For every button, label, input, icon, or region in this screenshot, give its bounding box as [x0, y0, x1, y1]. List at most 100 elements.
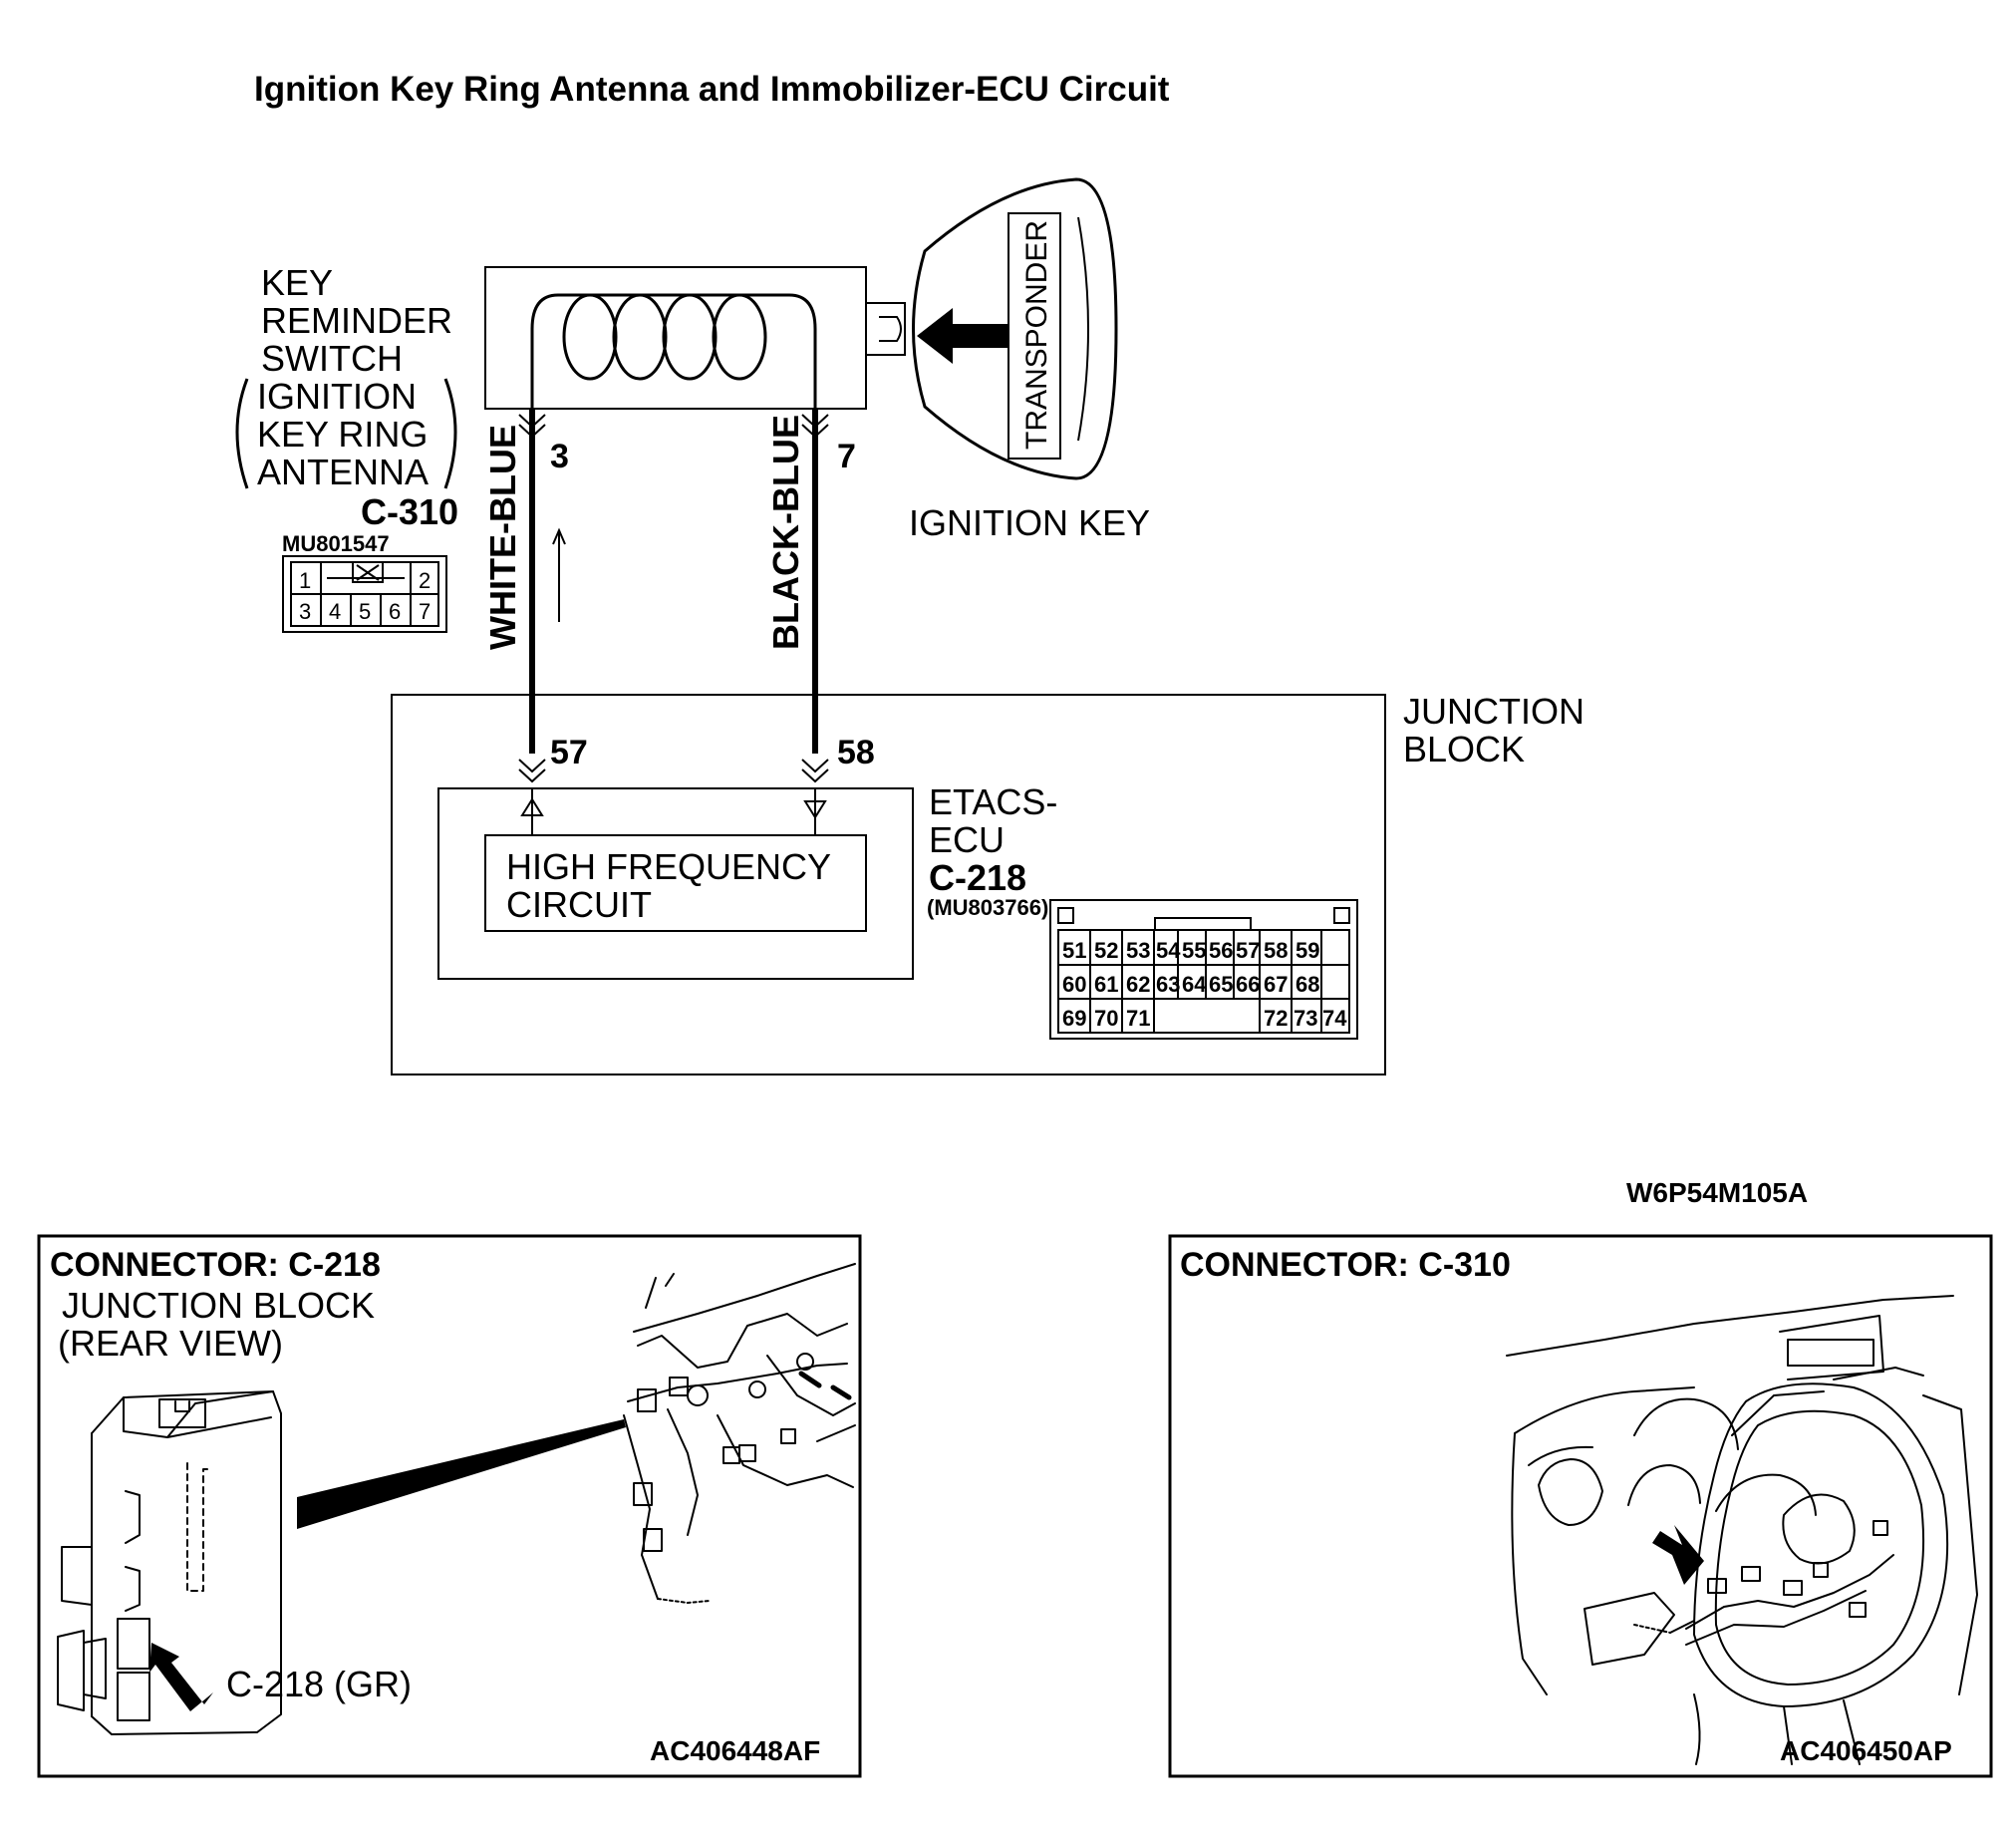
ring-antenna [484, 266, 906, 411]
key-reminder-switch-label: KEY REMINDER SWITCH IGNITION KEY RING AN… [235, 262, 458, 532]
circuit-label-line1: HIGH FREQUENCY [506, 846, 831, 887]
c310-pin-1: 1 [299, 568, 311, 593]
c218-part-number: (MU803766) [927, 895, 1048, 920]
c218-pin: 66 [1236, 972, 1260, 997]
pin-58-label: 58 [837, 734, 875, 771]
c218-pin: 71 [1126, 1006, 1150, 1031]
c218-pin: 74 [1322, 1006, 1347, 1031]
panel-right-code: AC406450AP [1780, 1735, 1952, 1766]
etacs-label-line1: ETACS- [929, 781, 1057, 822]
key-head-outline [912, 177, 1118, 480]
c218-pin: 55 [1182, 938, 1206, 963]
callout-arrow-right [1652, 1525, 1704, 1585]
c218-pin: 51 [1062, 938, 1086, 963]
panel-left-sub-line1: JUNCTION BLOCK [62, 1285, 375, 1326]
c218-pin: 61 [1094, 972, 1118, 997]
c310-key-notch [352, 562, 384, 583]
connector-c310-panel: CONNECTOR: C-310 [1168, 1234, 1993, 1778]
high-frequency-circuit-box [484, 834, 867, 932]
ksw-label-line4: IGNITION [257, 376, 417, 417]
panel-left-code: AC406448AF [650, 1735, 820, 1766]
coil-loops [562, 293, 767, 381]
c218-pin: 70 [1094, 1006, 1118, 1031]
c218-pin: 54 [1156, 938, 1181, 963]
callout-arrow-left [149, 1643, 213, 1711]
ksw-connector-id: C-310 [361, 491, 458, 532]
panel-left-heading: CONNECTOR: C-218 [50, 1246, 381, 1284]
c218-connector-id: C-218 [929, 857, 1026, 898]
c310-pin-7: 7 [419, 599, 431, 624]
c310-pin-6: 6 [389, 599, 401, 624]
figure-code: W6P54M105A [1626, 1177, 1808, 1208]
pin-3-label: 3 [550, 438, 569, 475]
ksw-label-line6: ANTENNA [257, 452, 429, 492]
c218-pin: 73 [1294, 1006, 1317, 1031]
ecu-line-57 [520, 788, 544, 835]
zoom-wedge [297, 1419, 626, 1529]
c218-pin: 63 [1156, 972, 1180, 997]
c310-dividers [320, 562, 412, 626]
c218-pin: 67 [1264, 972, 1288, 997]
ksw-label-line2: REMINDER [261, 300, 452, 341]
ignition-key: TRANSPONDER IGNITION KEY [909, 177, 1150, 543]
c310-pin-4: 4 [329, 599, 341, 624]
steering-column-illustration [1506, 1295, 1978, 1765]
ecu-line-58 [803, 788, 827, 835]
circuit-label-line2: CIRCUIT [506, 884, 652, 925]
c310-pin-2: 2 [419, 568, 431, 593]
pin-57-label: 57 [550, 734, 588, 771]
c218-pin: 57 [1236, 938, 1260, 963]
c218-connector-face: 51 52 53 54 55 56 57 58 59 60 61 62 63 6… [1049, 899, 1358, 1040]
junction-block-label-line2: BLOCK [1403, 729, 1525, 769]
junction-block-label-line1: JUNCTION [1403, 691, 1584, 732]
c310-rows [290, 561, 439, 627]
junction-block-illustration [57, 1390, 282, 1735]
pin-7-label: 7 [837, 438, 856, 475]
right-paren [443, 378, 457, 489]
transponder-label: TRANSPONDER [1020, 220, 1053, 450]
c218-pins-row3: 69 70 71 72 73 74 [1062, 1006, 1347, 1031]
c218-pin: 72 [1264, 1006, 1288, 1031]
c310-pin-5: 5 [359, 599, 371, 624]
c218-pin: 60 [1062, 972, 1086, 997]
antenna-coil [530, 293, 817, 411]
connector-c218-panel: CONNECTOR: C-218 JUNCTION BLOCK (REAR VI… [37, 1234, 862, 1778]
ignition-key-label: IGNITION KEY [909, 502, 1150, 543]
c310-pin-3: 3 [299, 599, 311, 624]
panel-left-sub-line2: (REAR VIEW) [58, 1323, 283, 1364]
callout-c218-gr: C-218 (GR) [226, 1664, 412, 1704]
dashboard-harness-illustration [623, 1263, 856, 1604]
c218-pin: 68 [1296, 972, 1319, 997]
c218-pins-row2: 60 61 62 63 64 65 66 67 68 [1062, 972, 1319, 997]
ksw-label-line5: KEY RING [257, 414, 428, 455]
c218-pin: 64 [1182, 972, 1207, 997]
c218-pin: 58 [1264, 938, 1288, 963]
c310-part-number: MU801547 [282, 531, 390, 556]
junction-block: JUNCTION BLOCK HIGH FREQUENCY CIRCUIT ET… [391, 691, 1584, 1075]
panel-right-heading: CONNECTOR: C-310 [1180, 1246, 1511, 1284]
ksw-label-line1: KEY [261, 262, 333, 303]
c218-pin: 56 [1209, 938, 1233, 963]
current-direction-arrow [552, 527, 566, 622]
c218-pin: 59 [1296, 938, 1319, 963]
c310-outline [282, 555, 447, 633]
c218-pin: 62 [1126, 972, 1150, 997]
junction-block-outline [391, 694, 1386, 1075]
wire-white-blue: 3 WHITE-BLUE 57 [482, 409, 588, 783]
c218-pin: 53 [1126, 938, 1150, 963]
antenna-housing [484, 266, 867, 410]
c218-pin: 65 [1209, 972, 1233, 997]
wire-black-blue-label: BLACK-BLUE [765, 415, 806, 650]
etacs-ecu-box [437, 787, 914, 980]
wire-black-blue: 7 BLACK-BLUE 58 [765, 409, 875, 783]
c310-connector-face: MU801547 1 2 3 4 5 6 7 [282, 531, 447, 633]
key-slot [866, 302, 906, 356]
c218-pins-row1: 51 52 53 54 55 56 57 58 59 [1062, 938, 1319, 963]
left-paren [235, 378, 249, 489]
diagram-title: Ignition Key Ring Antenna and Immobilize… [254, 70, 1170, 109]
wire-white-blue-label: WHITE-BLUE [482, 425, 523, 650]
etacs-label-line2: ECU [929, 819, 1005, 860]
key-grip-line [1077, 216, 1089, 442]
signal-arrow [917, 308, 1008, 364]
